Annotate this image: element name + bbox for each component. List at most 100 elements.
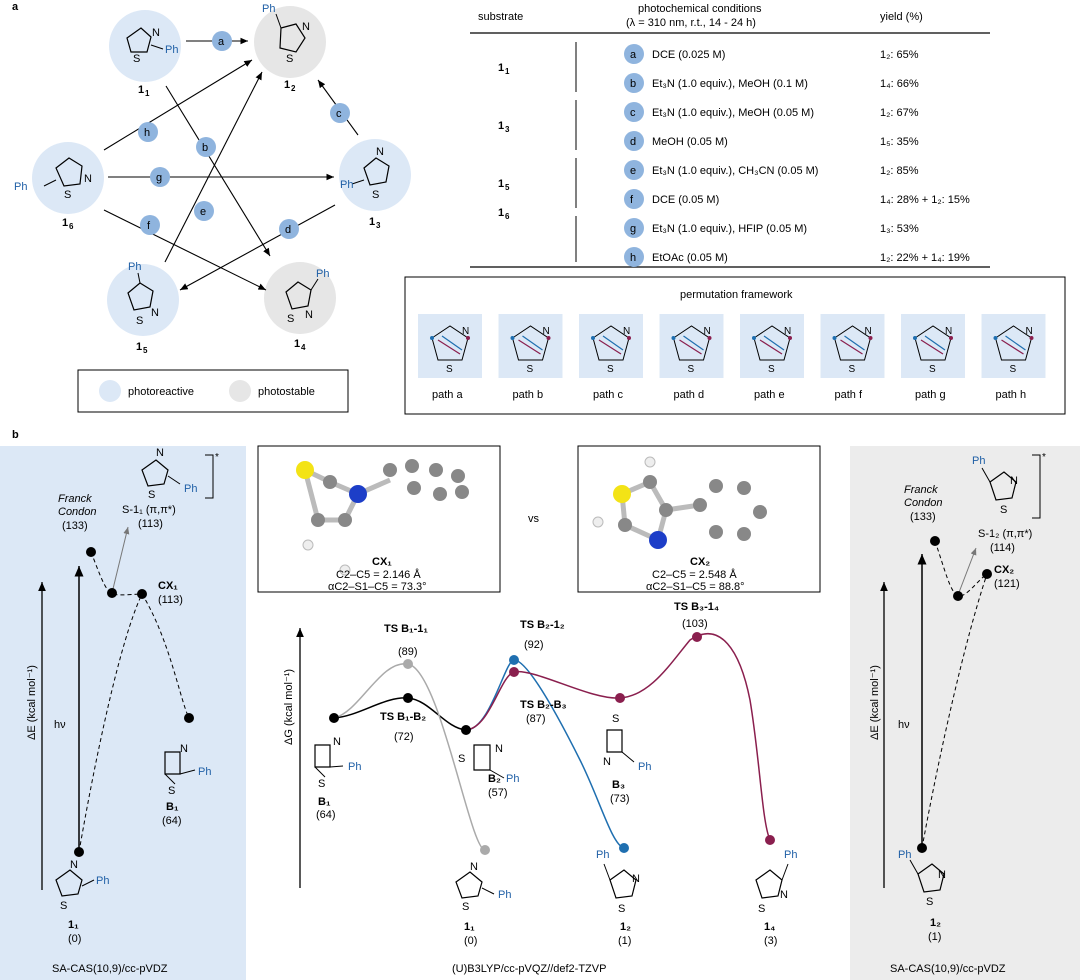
row-path-badge [624, 44, 644, 64]
left-panel-bg [0, 446, 246, 980]
svg-text:N: N [938, 869, 946, 881]
svg-text:1₂: 1₂ [930, 917, 941, 929]
svg-text:hν: hν [898, 719, 910, 731]
permutation-tile-bg [901, 314, 965, 378]
ring-n: N [543, 326, 550, 337]
svg-text:(87): (87) [526, 713, 546, 725]
permutation-tile-bg [418, 314, 482, 378]
atom-marker-blue [430, 336, 434, 340]
ring-n: N [462, 326, 469, 337]
ring-n: N [623, 326, 630, 337]
path-badge-f: f [140, 215, 160, 235]
svg-text:Ph: Ph [348, 761, 361, 773]
row-path-badge [624, 189, 644, 209]
svg-text:S: S [318, 778, 325, 790]
row-path-letter: a [630, 49, 637, 61]
svg-text:(0): (0) [68, 933, 81, 945]
permutation-path-label: path c [593, 389, 623, 401]
ring-s: S [849, 364, 856, 375]
ring-s: S [1010, 364, 1017, 375]
svg-text:N: N [302, 21, 310, 33]
svg-text:S: S [64, 189, 71, 201]
row-yield: 1₃: 53% [880, 223, 919, 235]
atom-marker-blue [510, 336, 515, 340]
permutation-arrow-blue [522, 335, 543, 351]
svg-text:2: 2 [291, 84, 296, 93]
permutation-arrow-blue [924, 335, 946, 351]
svg-text:Ph: Ph [784, 849, 797, 861]
svg-text:(64): (64) [316, 809, 336, 821]
svg-text:6: 6 [69, 222, 74, 231]
row-substrate: 1 [498, 120, 504, 132]
svg-text:(57): (57) [488, 787, 508, 799]
svg-text:N: N [495, 743, 503, 755]
svg-text:1: 1 [284, 79, 290, 91]
atom-marker-red [788, 336, 792, 340]
row-conditions: DCE (0.025 M) [652, 49, 725, 61]
svg-text:TS B₂-B₃: TS B₂-B₃ [520, 699, 567, 711]
svg-text:(72): (72) [394, 731, 414, 743]
svg-text:N: N [84, 173, 92, 185]
permutation-arrow-blue [1005, 335, 1026, 351]
permutation-tile-bg [740, 314, 804, 378]
permutation-arrow-blue [602, 335, 624, 351]
svg-text:TS B₁-1₁: TS B₁-1₁ [384, 623, 428, 635]
svg-text:N: N [152, 27, 160, 39]
svg-text:(113): (113) [158, 594, 183, 606]
ring-icon [511, 325, 550, 361]
compound-1-1: N S Ph 1 1 [109, 10, 181, 98]
svg-text:B₁: B₁ [166, 801, 179, 813]
atom-marker-blue [993, 336, 998, 340]
svg-text:N: N [603, 756, 611, 768]
svg-text:(103): (103) [682, 618, 708, 630]
svg-text:CX₂: CX₂ [994, 564, 1014, 576]
permutation-arrow-blue [683, 335, 704, 351]
svg-text:1: 1 [145, 89, 150, 98]
atom-marker-red [1029, 336, 1034, 340]
permutation-title: permutation framework [680, 289, 793, 301]
permutation-path-label: path a [432, 389, 463, 401]
compound-1-1-label: 1 [138, 84, 144, 96]
svg-text:1: 1 [136, 341, 142, 353]
svg-text:N: N [333, 736, 341, 748]
permutation-tile-bg [579, 314, 643, 378]
left-energy-panel: ΔE (kcal mol⁻¹) hν Franck Condon (133) S… [26, 447, 219, 975]
atom-marker-blue [591, 336, 595, 340]
svg-text:B₁: B₁ [318, 796, 331, 808]
cx1-molecule-icon [296, 459, 469, 576]
svg-text:Ph: Ph [184, 483, 197, 495]
ring-icon [833, 325, 872, 361]
row-yield: 1₂: 67% [880, 107, 919, 119]
cx1-structure-box: CX₁ C2–C5 = 2.146 Å αC2–S1–C5 = 73.3° [257, 445, 501, 593]
svg-text:N: N [470, 861, 478, 873]
svg-text:*: * [1042, 452, 1046, 463]
ring-s: S [688, 364, 695, 375]
row-path-badge [624, 218, 644, 238]
svg-text:Franck: Franck [58, 493, 92, 505]
permutation-tile-bg [659, 314, 724, 378]
row-substrate: 1 [498, 178, 504, 190]
atom-marker-blue [832, 336, 837, 340]
svg-text:(λ = 310 nm, r.t., 14 - 24 h): (λ = 310 nm, r.t., 14 - 24 h) [626, 17, 756, 29]
svg-text:(133): (133) [910, 511, 936, 523]
ring-icon [592, 325, 630, 361]
svg-text:*: * [215, 452, 219, 463]
row-path-letter: h [630, 252, 636, 264]
panel-b-label: b [12, 429, 19, 441]
row-path-badge [624, 131, 644, 151]
svg-text:N: N [305, 309, 313, 321]
compound-1-2: N S Ph 1 2 [254, 3, 326, 93]
path-badge-e: e [194, 201, 214, 221]
ring-n: N [945, 326, 952, 337]
svg-text:f: f [147, 220, 151, 232]
svg-text:S: S [926, 896, 933, 908]
permutation-arrow-blue [441, 335, 463, 351]
permutation-tile-bg [498, 314, 563, 378]
svg-text:CX₂: CX₂ [690, 556, 710, 568]
atom-marker-blue [752, 336, 756, 340]
